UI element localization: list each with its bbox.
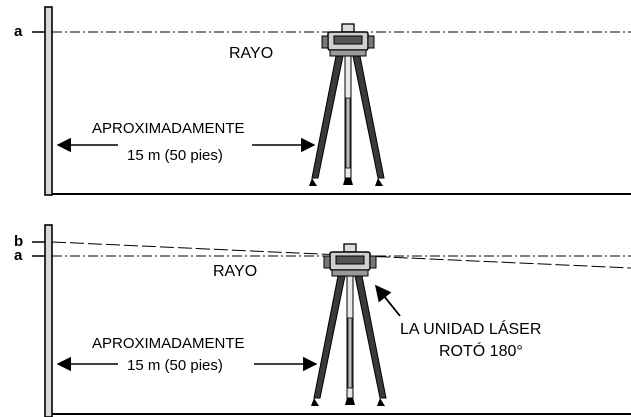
bottom-panel: b a RAYO APROXIMADAMENTE 15 m (50 pies) … bbox=[14, 224, 631, 417]
distance-label-line1: APROXIMADAMENTE bbox=[92, 335, 245, 352]
wall bbox=[44, 224, 53, 417]
distance-label-line1: APROXIMADAMENTE bbox=[92, 120, 245, 137]
tripod-with-laser bbox=[308, 23, 385, 187]
rotation-label-line1: LA UNIDAD LÁSER bbox=[400, 319, 541, 338]
wall bbox=[44, 6, 53, 196]
rotation-arrow bbox=[374, 284, 401, 317]
distance-label-line2: 15 m (50 pies) bbox=[127, 357, 223, 374]
rotation-label-line2: ROTÓ 180° bbox=[439, 341, 523, 360]
mark-a: a bbox=[14, 23, 23, 40]
mark-a: a bbox=[14, 247, 23, 264]
top-panel: a RAYO APROXIMADAMENTE 15 m (50 pies) bbox=[14, 6, 631, 196]
distance-label-line2: 15 m (50 pies) bbox=[127, 147, 223, 164]
tripod-with-laser bbox=[310, 243, 387, 407]
beam-label: RAYO bbox=[213, 263, 257, 280]
mark-b: b bbox=[14, 233, 23, 250]
beam-label: RAYO bbox=[229, 45, 273, 62]
